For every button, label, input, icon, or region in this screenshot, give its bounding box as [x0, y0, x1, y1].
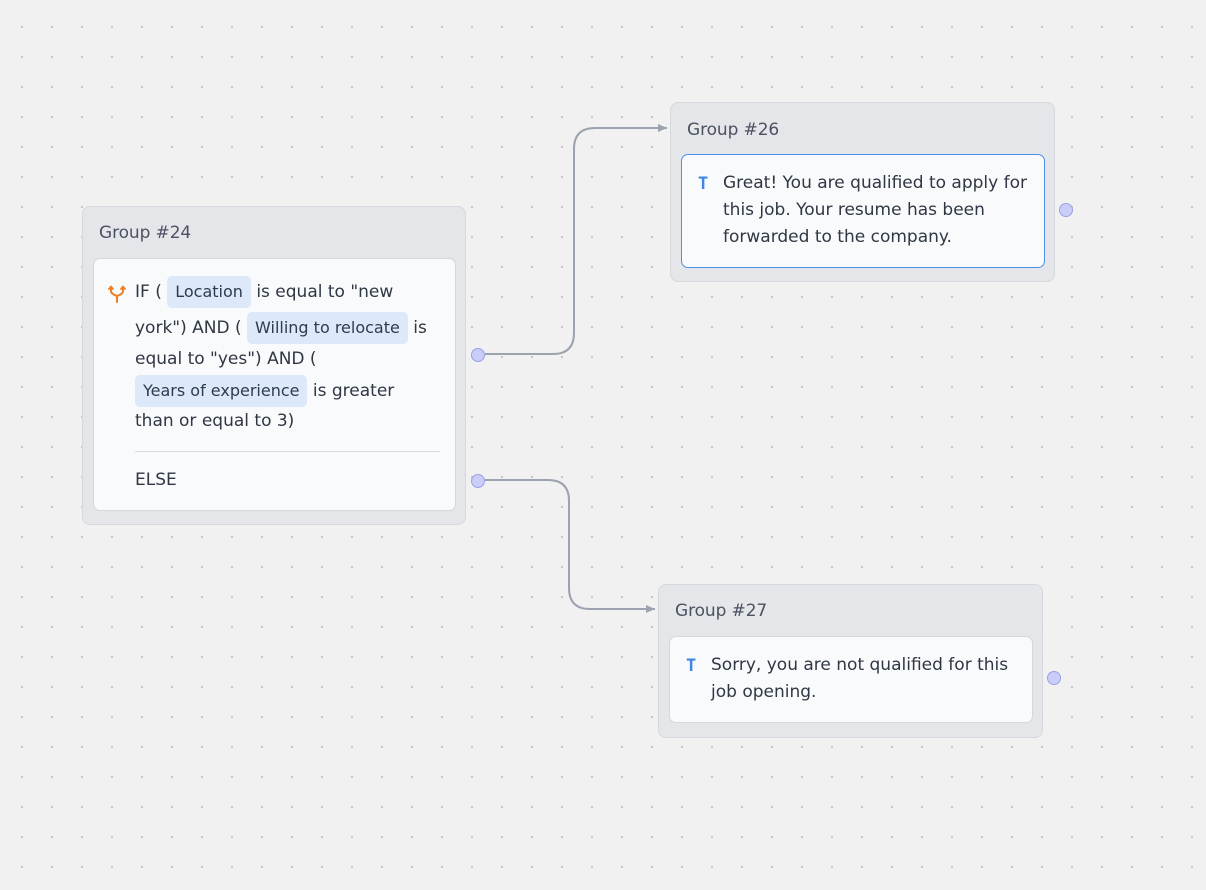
branch-icon	[108, 285, 126, 303]
message-text: Sorry, you are not qualified for this jo…	[711, 655, 1009, 702]
condition-text: is	[413, 318, 427, 338]
condition-line-3: equal to "yes") AND (	[135, 344, 317, 375]
text-message-card[interactable]: T Great! You are qualified to apply for …	[681, 154, 1045, 268]
condition-text: is equal to "new	[256, 282, 394, 302]
group-26-output-port[interactable]	[1059, 203, 1073, 217]
edge-if-to-group26[interactable]	[485, 124, 667, 355]
condition-divider	[135, 451, 440, 452]
condition-line-2: york") AND ( Willing to relocate is	[135, 312, 427, 344]
group-title: Group #27	[675, 601, 768, 621]
if-keyword: IF (	[135, 282, 162, 302]
condition-card[interactable]: IF ( Location is equal to "new york") AN…	[93, 258, 456, 511]
variable-pill-years-of-experience[interactable]: Years of experience	[135, 375, 308, 407]
group-title: Group #24	[99, 223, 192, 243]
text-message-card[interactable]: T Sorry, you are not qualified for this …	[669, 636, 1033, 723]
else-output-port[interactable]	[471, 474, 485, 488]
group-26[interactable]: Group #26 T Great! You are qualified to …	[670, 102, 1055, 282]
group-27[interactable]: Group #27 T Sorry, you are not qualified…	[658, 584, 1043, 738]
condition-line-5: than or equal to 3)	[135, 406, 294, 437]
text-icon: T	[698, 174, 709, 194]
condition-text: york") AND (	[135, 318, 242, 338]
variable-pill-willing-to-relocate[interactable]: Willing to relocate	[247, 312, 408, 344]
if-output-port[interactable]	[471, 348, 485, 362]
group-24[interactable]: Group #24 IF ( Location is equal to "new…	[82, 206, 466, 525]
text-icon: T	[686, 656, 697, 676]
condition-line-1: IF ( Location is equal to "new	[135, 276, 393, 308]
condition-text: equal to "yes") AND (	[135, 349, 317, 369]
group-title: Group #26	[687, 120, 780, 140]
group-27-output-port[interactable]	[1047, 671, 1061, 685]
variable-pill-location[interactable]: Location	[167, 276, 251, 308]
edge-else-to-group27[interactable]	[485, 479, 655, 613]
condition-text: than or equal to 3)	[135, 411, 295, 431]
condition-text: is greater	[312, 381, 395, 401]
message-text: Great! You are qualified to apply for th…	[723, 173, 1027, 247]
condition-line-4: Years of experience is greater	[135, 375, 394, 407]
else-label[interactable]: ELSE	[135, 470, 177, 490]
